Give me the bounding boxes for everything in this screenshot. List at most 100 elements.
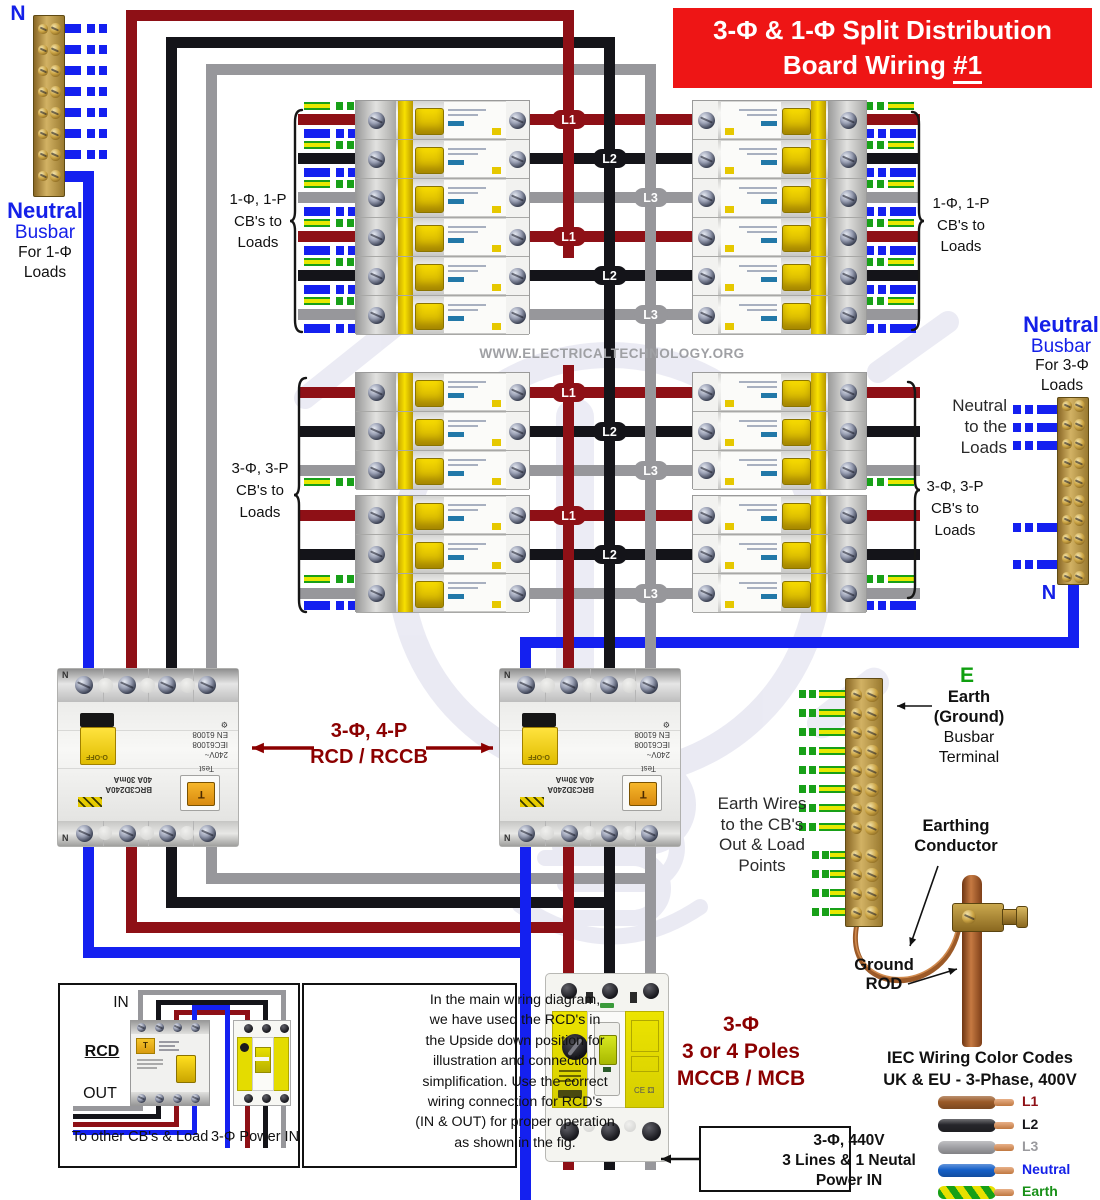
breaker-toggle[interactable] xyxy=(782,380,811,407)
screw-slot xyxy=(510,194,524,202)
breaker-toggle[interactable] xyxy=(415,380,444,407)
breaker-toggle[interactable] xyxy=(782,503,811,530)
earth-wire-dash xyxy=(347,219,354,227)
rcd-switch[interactable]: O-OFF xyxy=(80,727,116,765)
screw-slot xyxy=(510,272,524,280)
rcd-switch[interactable]: O-OFF xyxy=(522,727,558,765)
breaker-row-right[interactable] xyxy=(693,451,866,490)
breaker-row-right[interactable] xyxy=(693,296,866,335)
rcd-test-button[interactable]: T xyxy=(629,782,657,806)
microtext xyxy=(747,386,777,388)
screw xyxy=(851,907,863,919)
inset-mccb-device[interactable] xyxy=(233,1020,291,1106)
breaker-toggle[interactable] xyxy=(415,542,444,569)
neutral-wire-dash xyxy=(87,24,95,33)
breaker-toggle[interactable] xyxy=(782,225,811,252)
breaker-row-right[interactable] xyxy=(693,373,866,412)
breaker-toggle[interactable] xyxy=(782,264,811,291)
breaker-toggle[interactable] xyxy=(782,147,811,174)
breaker-toggle[interactable] xyxy=(782,186,811,213)
breaker-toggle[interactable] xyxy=(415,264,444,291)
breaker-row-left[interactable] xyxy=(356,373,529,412)
breaker-row-left[interactable] xyxy=(356,218,529,257)
microtext xyxy=(492,400,501,407)
rcd-switch[interactable] xyxy=(176,1055,196,1083)
breaker-toggle[interactable] xyxy=(782,108,811,135)
screw-slot xyxy=(841,155,855,163)
breaker-toggle[interactable] xyxy=(782,542,811,569)
screw-slot xyxy=(137,1024,145,1030)
breaker-toggle[interactable] xyxy=(782,303,811,330)
breaker-toggle[interactable] xyxy=(782,458,811,485)
screw-slot xyxy=(120,681,134,689)
breaker-toggle[interactable] xyxy=(415,458,444,485)
mccb-rotary-knob[interactable] xyxy=(240,1043,249,1052)
rcd-test-button[interactable]: T xyxy=(136,1038,155,1054)
mccb[interactable]: CE ⚃ xyxy=(545,973,669,1162)
wire-l3 xyxy=(862,309,920,320)
wire-n xyxy=(83,947,531,958)
screw xyxy=(1074,571,1086,583)
breaker-row-left[interactable] xyxy=(356,257,529,296)
title-banner: 3-Φ & 1-Φ Split Distribution Board Wirin… xyxy=(673,8,1092,88)
breaker-row-left[interactable] xyxy=(356,296,529,335)
screw xyxy=(508,584,526,602)
breaker-toggle[interactable] xyxy=(415,147,444,174)
screw-slot xyxy=(1063,536,1071,542)
breaker-row-right[interactable] xyxy=(693,179,866,218)
breaker-row-left[interactable] xyxy=(356,140,529,179)
breaker-toggle[interactable] xyxy=(415,108,444,135)
breaker-toggle[interactable] xyxy=(415,303,444,330)
screw xyxy=(697,506,715,524)
neutral-wire-dash xyxy=(348,246,356,255)
screw-slot xyxy=(1063,498,1071,504)
breaker-row-right[interactable] xyxy=(693,412,866,451)
screw xyxy=(517,676,535,694)
microtext xyxy=(448,582,486,584)
breaker-toggle[interactable] xyxy=(415,419,444,446)
breaker-row-left[interactable] xyxy=(356,574,529,613)
breaker-toggle[interactable] xyxy=(415,186,444,213)
breaker-row-right[interactable] xyxy=(693,535,866,574)
screw xyxy=(622,826,636,840)
mccb-rotary-knob[interactable] xyxy=(562,1034,588,1060)
breaker-row-left[interactable] xyxy=(356,535,529,574)
screw xyxy=(1062,496,1072,506)
rcd-test-button[interactable]: T xyxy=(187,782,215,806)
breaker-row-right[interactable] xyxy=(693,496,866,535)
neutral-wire-dash xyxy=(1013,423,1021,432)
screw xyxy=(851,784,863,796)
earth-wire-dash xyxy=(888,297,914,305)
breaker-row-left[interactable] xyxy=(356,412,529,451)
breaker-row-right[interactable] xyxy=(693,101,866,140)
microtext xyxy=(559,1075,581,1077)
mccb-toggle-lever[interactable] xyxy=(599,1035,617,1065)
breaker-row-left[interactable] xyxy=(356,451,529,490)
screw-slot xyxy=(852,891,861,897)
breaker-toggle[interactable] xyxy=(415,225,444,252)
breaker-row-right[interactable] xyxy=(693,257,866,296)
breaker-toggle[interactable] xyxy=(782,419,811,446)
breaker-row-left[interactable] xyxy=(356,101,529,140)
wire-l1 xyxy=(298,387,356,398)
breaker-row-left[interactable] xyxy=(356,496,529,535)
inset-rcd-device[interactable]: T xyxy=(130,1020,210,1106)
screw xyxy=(243,1023,253,1033)
screw xyxy=(158,676,176,694)
breaker-row-right[interactable] xyxy=(693,218,866,257)
breaker-row-right[interactable] xyxy=(693,140,866,179)
screw xyxy=(367,306,385,324)
breaker-row-right[interactable] xyxy=(693,574,866,613)
breaker-toggle[interactable] xyxy=(415,503,444,530)
breaker-toggle[interactable] xyxy=(782,581,811,608)
breaker-bank-1p-right xyxy=(692,100,867,335)
screw-slot xyxy=(369,194,383,202)
microtext xyxy=(747,464,777,466)
breaker-toggle[interactable] xyxy=(415,581,444,608)
right-busbar-subtitle: Busbar xyxy=(1030,336,1092,357)
breaker-row-left[interactable] xyxy=(356,179,529,218)
